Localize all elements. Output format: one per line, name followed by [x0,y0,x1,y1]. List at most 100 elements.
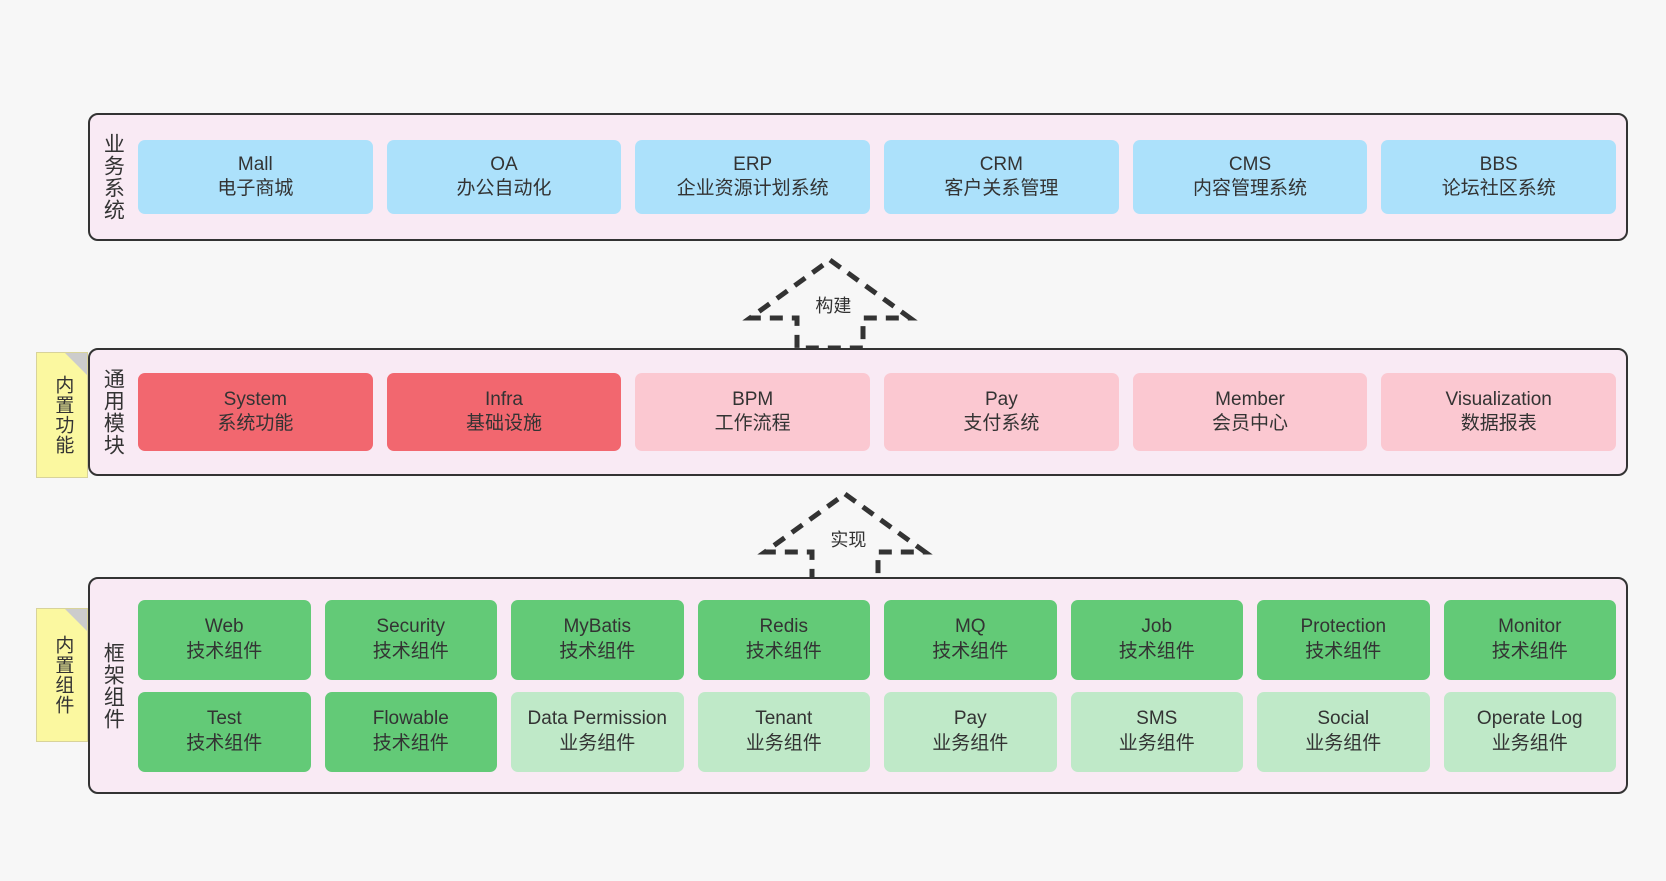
card-row: Mall 电子商城 OA 办公自动化 ERP 企业资源计划系统 CRM 客户关系… [138,140,1617,214]
card-mq[interactable]: MQ 技术组件 [884,599,1057,680]
layer-title-common-modules: 通用模块 [101,368,125,456]
card-subtitle: 技术组件 [1305,640,1382,662]
card-subtitle: 技术组件 [372,640,449,662]
card-test[interactable]: Test 技术组件 [138,691,311,772]
card-subtitle: 技术组件 [932,640,1009,662]
card-subtitle: 工作流程 [714,413,791,434]
card-title: Redis [759,616,809,638]
card-data-permission[interactable]: Data Permission 业务组件 [511,691,684,772]
card-pay-business[interactable]: Pay 业务组件 [884,691,1057,772]
card-title: CMS [1228,153,1272,175]
layer-body-framework-components: Web 技术组件 Security 技术组件 MyBatis 技术组件 Redi… [134,579,1626,792]
card-subtitle: 内容管理系统 [1193,178,1308,199]
card-title: Mall [237,153,273,175]
layer-body-business-systems: Mall 电子商城 OA 办公自动化 ERP 企业资源计划系统 CRM 客户关系… [134,115,1626,239]
card-monitor[interactable]: Monitor 技术组件 [1443,599,1616,680]
card-title: Security [376,616,446,638]
card-infra[interactable]: Infra 基础设施 [386,373,622,451]
card-title: Tenant [755,708,813,730]
card-subtitle: 客户关系管理 [944,178,1059,199]
card-subtitle: 技术组件 [559,640,636,662]
card-title: Visualization [1445,388,1552,410]
card-subtitle: 业务组件 [1305,732,1382,754]
note-label: 内置组件 [52,635,74,715]
card-title: Social [1317,708,1370,730]
note-builtin-components: 内置组件 [36,608,88,742]
card-row: System 系统功能 Infra 基础设施 BPM 工作流程 Pay 支付系统… [138,373,1617,451]
card-pay[interactable]: Pay 支付系统 [884,373,1119,451]
card-title: BBS [1479,153,1518,175]
card-subtitle: 电子商城 [217,178,294,199]
card-title: Pay [953,708,987,730]
card-title: Job [1141,616,1173,638]
card-title: Pay [984,388,1018,410]
card-tenant[interactable]: Tenant 业务组件 [697,691,870,772]
note-label: 内置功能 [52,375,74,455]
layer-body-common-modules: System 系统功能 Infra 基础设施 BPM 工作流程 Pay 支付系统… [134,350,1626,474]
card-bpm[interactable]: BPM 工作流程 [635,373,871,451]
card-subtitle: 基础设施 [466,413,543,434]
card-title: BPM [732,388,774,410]
card-mall[interactable]: Mall 电子商城 [138,140,373,214]
card-subtitle: 支付系统 [963,413,1040,434]
arrow-build: 构建 [742,256,918,351]
card-subtitle: 技术组件 [745,640,822,662]
card-visualization[interactable]: Visualization 数据报表 [1381,373,1617,451]
card-title: CRM [979,153,1023,175]
card-title: Flowable [372,708,449,730]
card-title: Monitor [1498,616,1562,638]
card-subtitle: 业务组件 [745,732,822,754]
card-title: Operate Log [1476,708,1583,730]
card-title: ERP [733,153,773,175]
arrow-implement: 实现 [757,490,933,585]
card-social[interactable]: Social 业务组件 [1257,691,1430,772]
card-title: System [223,388,288,410]
card-title: Infra [484,388,524,410]
card-mybatis[interactable]: MyBatis 技术组件 [511,599,684,680]
card-subtitle: 技术组件 [186,732,263,754]
layer-framework-components: 框架组件 Web 技术组件 Security 技术组件 MyBatis 技术组件… [88,577,1628,794]
card-cms[interactable]: CMS 内容管理系统 [1132,140,1368,214]
card-bbs[interactable]: BBS 论坛社区系统 [1381,140,1617,214]
arrow-build-icon [742,256,918,351]
arrow-implement-icon [757,490,933,585]
card-operate-log[interactable]: Operate Log 业务组件 [1443,691,1616,772]
card-title: Web [204,616,244,638]
card-flowable[interactable]: Flowable 技术组件 [324,691,497,772]
card-erp[interactable]: ERP 企业资源计划系统 [635,140,871,214]
card-subtitle: 系统功能 [217,413,294,434]
card-protection[interactable]: Protection 技术组件 [1257,599,1430,680]
card-subtitle: 论坛社区系统 [1441,178,1556,199]
card-subtitle: 技术组件 [372,732,449,754]
card-oa[interactable]: OA 办公自动化 [386,140,622,214]
layer-common-modules: 通用模块 System 系统功能 Infra 基础设施 BPM 工作流程 Pay… [88,348,1628,476]
card-title: Data Permission [527,708,667,730]
card-web[interactable]: Web 技术组件 [138,599,311,680]
layer-title-business-systems: 业务系统 [101,133,125,221]
card-subtitle: 业务组件 [559,732,636,754]
arrow-build-label: 构建 [815,296,852,316]
card-subtitle: 业务组件 [1118,732,1195,754]
card-row: Test 技术组件 Flowable 技术组件 Data Permission … [138,691,1616,772]
card-job[interactable]: Job 技术组件 [1070,599,1243,680]
card-crm[interactable]: CRM 客户关系管理 [884,140,1119,214]
card-title: Member [1215,388,1285,410]
card-member[interactable]: Member 会员中心 [1132,373,1368,451]
card-subtitle: 企业资源计划系统 [676,178,829,199]
card-title: MQ [954,616,986,638]
card-title: MyBatis [563,616,632,638]
card-subtitle: 技术组件 [1118,640,1195,662]
card-subtitle: 数据报表 [1460,413,1537,434]
card-subtitle: 办公自动化 [456,178,552,199]
card-security[interactable]: Security 技术组件 [324,599,497,680]
card-redis[interactable]: Redis 技术组件 [697,599,870,680]
card-subtitle: 业务组件 [932,732,1009,754]
card-system[interactable]: System 系统功能 [138,373,373,451]
arrow-implement-label: 实现 [830,530,867,550]
card-title: OA [490,153,518,175]
card-title: SMS [1136,708,1178,730]
card-subtitle: 业务组件 [1491,732,1568,754]
layer-title-framework-components: 框架组件 [101,641,125,730]
card-sms[interactable]: SMS 业务组件 [1070,691,1243,772]
